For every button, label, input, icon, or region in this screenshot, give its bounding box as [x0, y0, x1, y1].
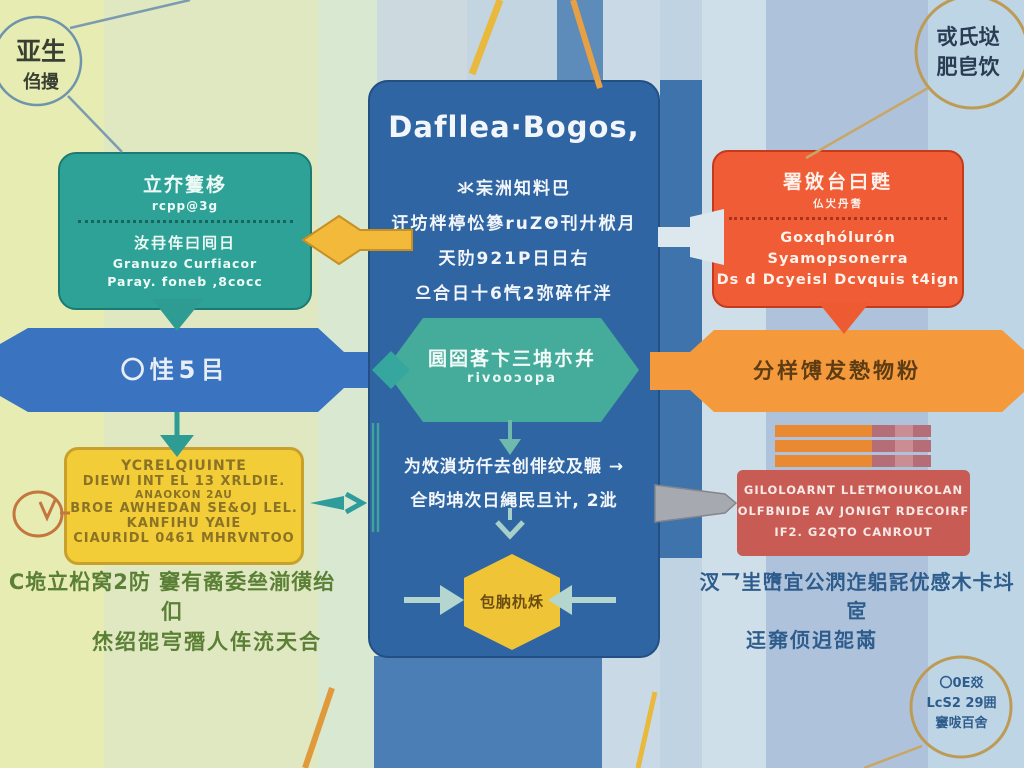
orange-box-line3: Ds d Dcyeisl Dcvquis t4ign — [716, 272, 960, 288]
br-circle-line3: 窶㕹百舍 — [935, 716, 988, 731]
hexagon-line1: 囻囶茖卞三㘱朩幷 — [427, 348, 596, 370]
progress-stripe-3 — [775, 455, 931, 467]
orange-ribbon-banner: 分样馎犮慹物粉 — [650, 330, 1024, 412]
main-title: Dafllea·Bogos, — [388, 110, 640, 144]
br-circle-line1: 〇0E㸚 — [939, 676, 984, 691]
left-caption: C垝立柗窝2防 窶有矞委亝湔㣴绐㐰 烋绍㖙宆㣅人伡㳘天合 — [0, 566, 344, 656]
p1-line1: 氺杗洲知料巴 — [457, 179, 571, 199]
center-main-box: Dafllea·Bogos, 氺杗洲知料巴 讦坊柈楟忪篸ruZΘ刊廾栿月 天阞9… — [368, 80, 660, 658]
red-box-line3: IF2. G2QTO CANROUT — [774, 525, 933, 539]
left-caption-line1: C垝立柗窝2防 窶有矞委亝湔㣴绐㐰 — [8, 570, 336, 624]
teal-decision-hexagon: 囻囶茖卞三㘱朩幷 rivooɔopa — [385, 318, 639, 422]
yellow-hexagon-label: 包肭朹秌 — [479, 593, 544, 611]
progress-stripe-2 — [775, 440, 931, 452]
right-caption-line1: 汊乛㞷嶞宜公㴸迮躳㓃优感木卡㘰宧 — [699, 570, 1015, 623]
teal-box-line3: Paray. foneb ,8cocc — [107, 274, 263, 289]
blue-banner-label: 〇㤬5㠯 — [120, 356, 230, 384]
dotted-divider — [728, 217, 948, 220]
yellow-box-line3: ANAOKON 2AU — [135, 489, 233, 501]
tr-circle-line2: 肥皀饮 — [936, 55, 1000, 79]
orange-box-line2: Syamopsonerra — [767, 251, 909, 267]
p1-line3: 天阞921P日日右 — [438, 249, 590, 269]
teal-box-line1: 汝冄伡曰囘日 — [133, 234, 236, 252]
yellow-box-line5: KANFIHU YAIE — [126, 516, 242, 531]
red-box-line2: OLFBNIDE AV JONIGT RDECOIRF — [737, 504, 970, 518]
yellow-box-line4: BROE AWHEDAN SE&OJ LEL. — [70, 501, 298, 516]
orange-box-line1: Goxqhólurón — [780, 230, 896, 246]
teal-box-line2: Granuzo Curfiacor — [112, 256, 258, 271]
teal-box-title: 立夰籆栘 — [142, 174, 227, 196]
progress-stripe-1 — [775, 425, 931, 437]
yellow-box-line1: YCRELQIUINTE — [121, 458, 247, 474]
bg-strip-right — [660, 80, 702, 558]
dotted-divider — [77, 220, 293, 223]
center-paragraph-1: 氺杗洲知料巴 讦坊柈楟忪篸ruZΘ刊廾栿月 天阞921P日日右 으合日十6忾2弥… — [370, 172, 658, 312]
yellow-terminal-hexagon: 包肭朹秌 — [464, 554, 560, 650]
yellow-box-line2: DIEWI INT EL 13 XRLDIE. — [82, 474, 286, 489]
top-left-circle-label: 亚生 㑇摱 — [0, 32, 82, 94]
tl-circle-line1: 亚生 — [15, 37, 66, 66]
p1-line2: 讦坊柈楟忪篸ruZΘ刊廾栿月 — [391, 214, 637, 234]
bottom-right-circle-label: 〇0E㸚 LcS2 29囲 窶㕹百舍 — [914, 674, 1009, 734]
p2-line2: 仺盷㘱次日䋲民旦计, 2泚 — [410, 491, 618, 511]
hexagon-line2: rivooɔopa — [467, 371, 557, 386]
yellow-box-line6: CIAURIDL 0461 MHRVNTOO — [73, 531, 295, 546]
red-box-line1: GILOLOARNT LLETMOIUKOLAN — [743, 483, 964, 497]
orange-box-subtitle: 仏㞤丹㖈 — [813, 198, 863, 210]
tr-circle-line1: 戓氏垯 — [936, 25, 1000, 49]
tl-circle-line2: 㑇摱 — [23, 72, 59, 93]
p2-line1: 为炇溑坊仟去创俳纹及冁 → — [403, 457, 625, 477]
orange-banner-label: 分样馎犮慹物粉 — [753, 359, 921, 383]
right-caption: 汊乛㞷嶞宜公㴸迮躳㓃优感木卡㘰宧 迋㚕㑔迌㖙㒼 — [690, 566, 1024, 653]
bg-strip-bottom — [374, 656, 602, 768]
red-note-box: GILOLOARNT LLETMOIUKOLAN OLFBNIDE AV JON… — [737, 470, 970, 556]
blue-ribbon-banner: 〇㤬5㠯 — [0, 328, 378, 412]
p1-line4: 으合日十6忾2弥碎仟泮 — [415, 284, 613, 304]
yellow-note-box: YCRELQIUINTE DIEWI INT EL 13 XRLDIE. ANA… — [64, 447, 304, 565]
br-circle-line2: LcS2 29囲 — [926, 696, 997, 711]
teal-process-box: 立夰籆栘 rcpp@3g 汝冄伡曰囘日 Granuzo Curfiacor Pa… — [58, 152, 312, 310]
teal-box-subtitle: rcpp@3g — [151, 199, 219, 213]
bg-strip-top — [557, 0, 603, 82]
center-paragraph-2: 为炇溑坊仟去创俳纹及冁 → 仺盷㘱次日䋲民旦计, 2泚 — [370, 450, 658, 518]
orange-callout-box: 署敓台曰甦 仏㞤丹㖈 Goxqhólurón Syamopsonerra Ds … — [712, 150, 964, 308]
orange-box-title: 署敓台曰甦 — [782, 171, 893, 193]
top-right-circle-label: 戓氏垯 肥皀饮 — [912, 22, 1024, 82]
right-caption-line2: 迋㚕㑔迌㖙㒼 — [746, 628, 878, 652]
left-caption-line2: 烋绍㖙宆㣅人伡㳘天合 — [92, 630, 322, 654]
